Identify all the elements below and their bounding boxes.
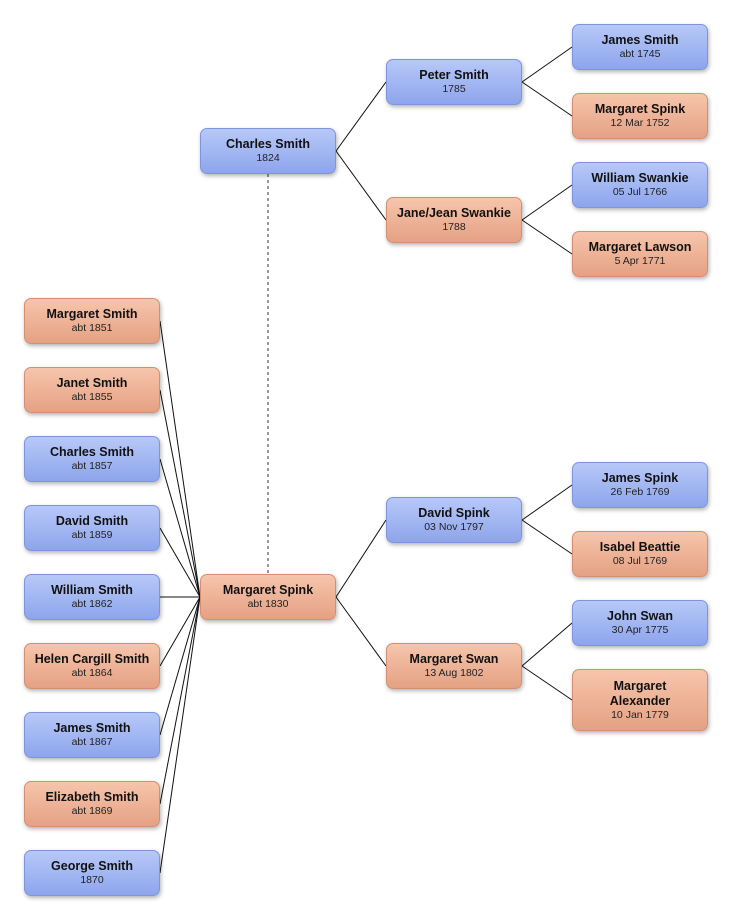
person-box[interactable]: Elizabeth Smith abt 1869 bbox=[24, 781, 160, 827]
person-box[interactable]: Margaret Spink abt 1830 bbox=[200, 574, 336, 620]
person-name: James Spink bbox=[601, 471, 679, 485]
person-box[interactable]: Charles Smith 1824 bbox=[200, 128, 336, 174]
person-name: William Swankie bbox=[591, 171, 689, 185]
person-name: James Smith bbox=[601, 33, 679, 47]
person-name: David Spink bbox=[418, 506, 490, 520]
person-date: abt 1745 bbox=[619, 48, 661, 60]
person-box[interactable]: George Smith 1870 bbox=[24, 850, 160, 896]
person-date: abt 1867 bbox=[71, 736, 113, 748]
person-date: 03 Nov 1797 bbox=[424, 521, 484, 533]
person-date: 1824 bbox=[256, 152, 280, 164]
connector-line bbox=[521, 519, 573, 555]
person-date: abt 1855 bbox=[71, 391, 113, 403]
connector-line bbox=[521, 622, 573, 667]
person-name: Margaret Swan bbox=[409, 652, 499, 666]
person-name: George Smith bbox=[51, 859, 133, 873]
person-date: 1785 bbox=[442, 83, 466, 95]
person-name: Charles Smith bbox=[49, 445, 135, 459]
person-date: abt 1859 bbox=[71, 529, 113, 541]
connector-line bbox=[159, 320, 201, 598]
person-box[interactable]: James Smith abt 1867 bbox=[24, 712, 160, 758]
person-name: David Smith bbox=[55, 514, 129, 528]
person-name: William Smith bbox=[51, 583, 133, 597]
connector-line bbox=[335, 81, 387, 152]
person-box[interactable]: Jane/Jean Swankie 1788 bbox=[386, 197, 522, 243]
person-name: James Smith bbox=[53, 721, 131, 735]
person-name: John Swan bbox=[607, 609, 673, 623]
person-date: abt 1862 bbox=[71, 598, 113, 610]
person-name: Helen Cargill Smith bbox=[34, 652, 150, 666]
connector-line bbox=[335, 150, 387, 221]
person-date: 13 Aug 1802 bbox=[424, 667, 484, 679]
person-name: Margaret Alexander bbox=[609, 678, 671, 708]
connector-line bbox=[335, 596, 387, 667]
person-box[interactable]: John Swan 30 Apr 1775 bbox=[572, 600, 708, 646]
person-date: 08 Jul 1769 bbox=[612, 555, 668, 567]
connector-line bbox=[159, 458, 201, 598]
person-name: Margaret Spink bbox=[594, 102, 686, 116]
person-box[interactable]: James Smith abt 1745 bbox=[572, 24, 708, 70]
person-box[interactable]: Charles Smith abt 1857 bbox=[24, 436, 160, 482]
connector-line bbox=[521, 46, 573, 83]
person-box[interactable]: James Spink 26 Feb 1769 bbox=[572, 462, 708, 508]
person-date: abt 1851 bbox=[71, 322, 113, 334]
connector-line bbox=[335, 519, 387, 598]
person-box[interactable]: Margaret Smith abt 1851 bbox=[24, 298, 160, 344]
person-name: Margaret Lawson bbox=[588, 240, 692, 254]
person-date: abt 1857 bbox=[71, 460, 113, 472]
person-date: 12 Mar 1752 bbox=[610, 117, 670, 129]
person-name: Elizabeth Smith bbox=[45, 790, 139, 804]
person-date: abt 1869 bbox=[71, 805, 113, 817]
person-box[interactable]: Margaret Alexander 10 Jan 1779 bbox=[572, 669, 708, 731]
person-box[interactable]: David Smith abt 1859 bbox=[24, 505, 160, 551]
connector-line bbox=[159, 596, 201, 805]
connector-line bbox=[159, 596, 201, 874]
person-date: 5 Apr 1771 bbox=[614, 255, 666, 267]
person-box[interactable]: Isabel Beattie 08 Jul 1769 bbox=[572, 531, 708, 577]
person-box[interactable]: David Spink 03 Nov 1797 bbox=[386, 497, 522, 543]
person-name: Jane/Jean Swankie bbox=[397, 206, 511, 220]
person-date: 05 Jul 1766 bbox=[612, 186, 668, 198]
person-box[interactable]: Janet Smith abt 1855 bbox=[24, 367, 160, 413]
person-name: Isabel Beattie bbox=[599, 540, 681, 554]
person-date: 30 Apr 1775 bbox=[611, 624, 669, 636]
person-name: Janet Smith bbox=[56, 376, 128, 390]
person-box[interactable]: Helen Cargill Smith abt 1864 bbox=[24, 643, 160, 689]
person-date: abt 1864 bbox=[71, 667, 113, 679]
connector-line bbox=[521, 484, 573, 521]
person-name: Charles Smith bbox=[225, 137, 311, 151]
person-box[interactable]: Peter Smith 1785 bbox=[386, 59, 522, 105]
person-name: Peter Smith bbox=[419, 68, 489, 82]
person-date: 10 Jan 1779 bbox=[611, 708, 669, 721]
connector-line bbox=[159, 527, 201, 598]
person-date: abt 1830 bbox=[247, 598, 289, 610]
person-box[interactable]: William Smith abt 1862 bbox=[24, 574, 160, 620]
person-date: 26 Feb 1769 bbox=[610, 486, 670, 498]
connector-line bbox=[159, 596, 201, 667]
person-date: 1788 bbox=[442, 221, 466, 233]
person-box[interactable]: Margaret Swan 13 Aug 1802 bbox=[386, 643, 522, 689]
person-date: 1870 bbox=[80, 874, 104, 886]
person-name: Margaret Smith bbox=[46, 307, 138, 321]
person-name: Margaret Spink bbox=[222, 583, 314, 597]
connector-line bbox=[521, 219, 573, 255]
person-box[interactable]: Margaret Lawson 5 Apr 1771 bbox=[572, 231, 708, 277]
person-box[interactable]: William Swankie 05 Jul 1766 bbox=[572, 162, 708, 208]
person-box[interactable]: Margaret Spink 12 Mar 1752 bbox=[572, 93, 708, 139]
connector-line bbox=[159, 596, 201, 736]
connector-line bbox=[159, 389, 201, 598]
connector-line bbox=[521, 184, 573, 221]
connector-line bbox=[521, 665, 573, 701]
connector-line bbox=[521, 81, 573, 117]
